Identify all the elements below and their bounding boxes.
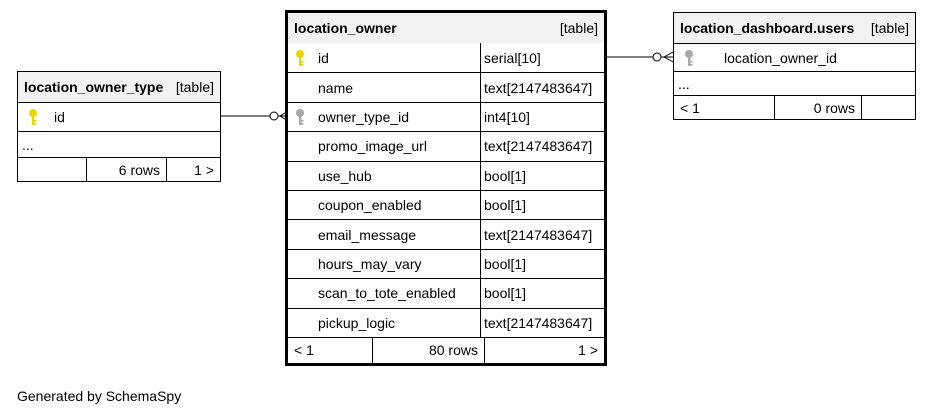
column-type: bool[1] xyxy=(480,190,604,220)
relationship-users xyxy=(606,51,674,63)
table-row: name text[2147483647] xyxy=(288,72,604,102)
table-name: location_owner xyxy=(294,20,397,36)
foreign-key-icon xyxy=(294,108,306,126)
column-type: text[2147483647] xyxy=(480,73,604,102)
column-type: text[2147483647] xyxy=(480,220,604,249)
table-row: promo_image_url text[2147483647] xyxy=(288,131,604,161)
column-name: email_message xyxy=(318,226,417,243)
footer-next[interactable]: 1 > xyxy=(484,337,604,363)
column-name: id xyxy=(318,49,329,66)
column-name-cell: coupon_enabled xyxy=(288,191,480,219)
table-row: id serial[10] xyxy=(288,43,604,73)
footer-row-count: 6 rows xyxy=(86,158,166,181)
table-footer: < 1 0 rows xyxy=(674,95,915,119)
table-footer: < 1 80 rows 1 > xyxy=(288,336,604,363)
table-row: location_owner_id xyxy=(674,43,915,71)
ellipsis: ... xyxy=(678,75,690,92)
foreign-key-icon xyxy=(678,49,700,67)
table-header: location_owner [table] xyxy=(288,13,604,43)
footer-row-count: 80 rows xyxy=(372,337,484,363)
table-row: ... xyxy=(674,71,915,95)
table-row: ... xyxy=(18,131,220,157)
column-name: owner_type_id xyxy=(318,108,410,125)
primary-key-icon xyxy=(294,49,306,67)
relationship-owner-type xyxy=(221,110,289,122)
footer-prev[interactable]: < 1 xyxy=(294,342,314,359)
column-type: bool[1] xyxy=(480,279,604,308)
table-row: use_hub bool[1] xyxy=(288,160,604,190)
table-name: location_owner_type xyxy=(24,79,164,95)
column-name: location_owner_id xyxy=(724,49,837,66)
column-name-cell: id xyxy=(288,43,480,72)
table-row: email_message text[2147483647] xyxy=(288,219,604,249)
primary-key-icon xyxy=(22,108,44,126)
column-name: id xyxy=(54,109,65,125)
column-name-cell: email_message xyxy=(288,220,480,248)
table-row: id xyxy=(18,102,220,131)
column-type: bool[1] xyxy=(480,249,604,279)
table-header: location_owner_type [table] xyxy=(18,72,220,102)
table-location-owner-type[interactable]: location_owner_type [table] id ... 6 row… xyxy=(17,71,221,182)
footer-next[interactable]: 1 > xyxy=(166,158,220,181)
column-name-cell: scan_to_tote_enabled xyxy=(288,279,480,307)
column-name: pickup_logic xyxy=(318,314,396,331)
column-name: coupon_enabled xyxy=(318,197,422,214)
table-type: [table] xyxy=(175,79,214,95)
column-name: name xyxy=(318,79,354,96)
table-row: coupon_enabled bool[1] xyxy=(288,189,604,220)
column-type: bool[1] xyxy=(480,161,604,190)
footer-prev[interactable] xyxy=(18,158,86,181)
table-row: pickup_logic text[2147483647] xyxy=(288,307,604,337)
column-name: use_hub xyxy=(318,167,372,184)
table-row: owner_type_id int4[10] xyxy=(288,101,604,132)
column-type: int4[10] xyxy=(480,102,604,132)
ellipsis: ... xyxy=(22,136,34,153)
column-name-cell: use_hub xyxy=(288,162,480,190)
table-name: location_dashboard.users xyxy=(680,20,855,36)
table-row: hours_may_vary bool[1] xyxy=(288,248,604,279)
column-type: text[2147483647] xyxy=(480,308,604,337)
table-row: scan_to_tote_enabled bool[1] xyxy=(288,278,604,308)
table-type: [table] xyxy=(559,20,598,36)
column-name-cell: owner_type_id xyxy=(288,103,480,131)
table-location-dashboard-users[interactable]: location_dashboard.users [table] locatio… xyxy=(673,12,916,120)
column-name-cell: promo_image_url xyxy=(288,132,480,160)
table-type: [table] xyxy=(870,20,909,36)
table-location-owner[interactable]: location_owner [table] id serial[10] name t… xyxy=(285,10,607,366)
footer-row-count: 0 rows xyxy=(774,96,861,119)
table-footer: 6 rows 1 > xyxy=(18,157,220,181)
column-type: serial[10] xyxy=(480,43,604,73)
column-name: scan_to_tote_enabled xyxy=(318,285,456,302)
column-name-cell: hours_may_vary xyxy=(288,250,480,278)
footer-prev[interactable]: < 1 xyxy=(680,99,700,116)
column-name: hours_may_vary xyxy=(318,255,422,272)
generated-by-label: Generated by SchemaSpy xyxy=(17,388,182,404)
footer-next[interactable] xyxy=(861,96,915,119)
table-header: location_dashboard.users [table] xyxy=(674,13,915,43)
column-name: promo_image_url xyxy=(318,138,427,155)
column-name-cell: name xyxy=(288,73,480,101)
column-name-cell: pickup_logic xyxy=(288,309,480,337)
column-type: text[2147483647] xyxy=(480,132,604,161)
